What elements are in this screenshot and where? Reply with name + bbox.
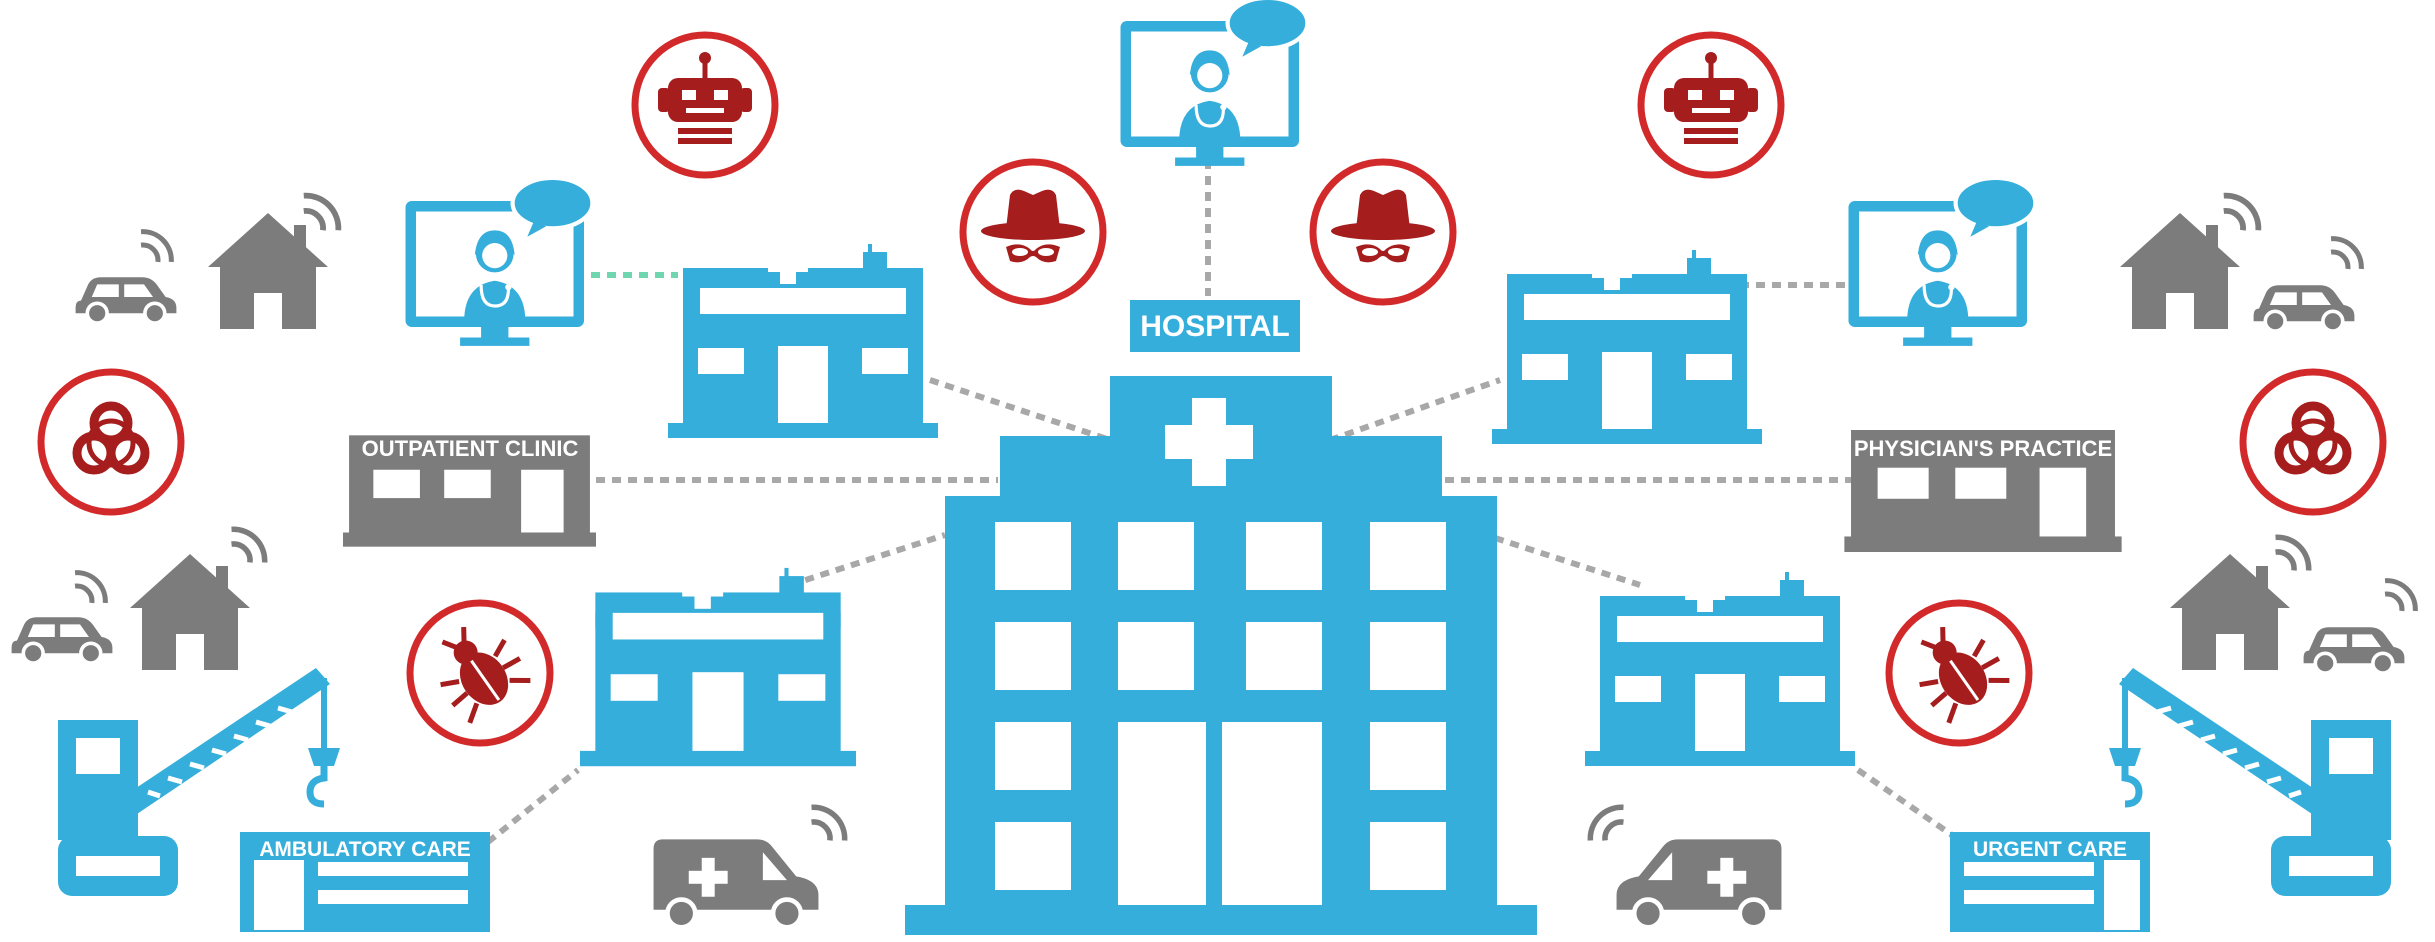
wifi-signal-icon: [232, 529, 265, 562]
ambulance-icon: [1617, 839, 1782, 927]
wifi-signal-icon: [2224, 196, 2259, 231]
link-lower-left-clinic: [789, 532, 946, 588]
clinic-building-icon: [580, 567, 856, 767]
link-urgent-care: [1856, 767, 1964, 845]
biohazard-threat-icon: [2243, 372, 2383, 512]
robot-threat-icon: [635, 35, 775, 175]
house-icon: [130, 554, 250, 670]
hospital-building-icon: [905, 300, 1537, 935]
hacker-hat-threat-icon: [963, 162, 1103, 302]
physicians-practice: PHYSICIAN'S PRACTICE: [1844, 430, 2122, 552]
urgent-care-label: URGENT CARE: [1973, 838, 2127, 861]
robot-threat-icon: [1641, 35, 1781, 175]
wifi-signal-icon: [2385, 581, 2415, 611]
bug-threat-icon: [1889, 603, 2029, 743]
connected-car-icon: [9, 615, 115, 665]
link-upper-right-clinic: [1329, 377, 1501, 443]
hacker-hat-threat-icon: [1313, 162, 1453, 302]
link-ambulatory-care: [486, 767, 580, 845]
clinic-building-icon: [1585, 572, 1855, 766]
outpatient-clinic: OUTPATIENT CLINIC: [343, 435, 596, 547]
wifi-signal-icon: [304, 196, 339, 231]
ambulatory-care: AMBULATORY CARE: [240, 832, 490, 932]
house-icon: [2120, 213, 2240, 329]
clinic-building-icon: [1492, 250, 1762, 444]
clinic-building-icon: [668, 244, 938, 438]
wifi-signal-icon: [2276, 537, 2309, 570]
link-lower-right-clinic: [1494, 535, 1641, 588]
wifi-signal-icon: [141, 232, 171, 262]
connected-car-icon: [73, 275, 179, 325]
house-icon: [2170, 554, 2290, 670]
hospital-label: HOSPITAL: [1140, 310, 1289, 343]
wifi-signal-icon: [812, 807, 845, 840]
telehealth-monitor-icon: [1121, 0, 1308, 166]
connected-car-icon: [2251, 283, 2357, 333]
crane-icon: [2109, 668, 2391, 896]
wifi-signal-icon: [2331, 239, 2361, 269]
bug-threat-icon: [410, 603, 550, 743]
hospital-sign: HOSPITAL: [1126, 296, 1304, 356]
house-icon: [208, 213, 328, 329]
crane-right: [2109, 668, 2391, 896]
physicians-practice-label: PHYSICIAN'S PRACTICE: [1854, 436, 2112, 461]
wifi-signal-icon: [1590, 807, 1623, 840]
telehealth-monitor-icon: [406, 178, 593, 346]
ambulance-icon: [654, 839, 819, 927]
network-links: [486, 160, 1964, 845]
outpatient-clinic-label: OUTPATIENT CLINIC: [362, 436, 579, 461]
ambulance-right: [1590, 807, 1781, 927]
biohazard-threat-icon: [41, 372, 181, 512]
ambulatory-care-label: AMBULATORY CARE: [259, 838, 471, 861]
wifi-signal-icon: [75, 573, 105, 603]
telehealth-monitor-icon: [1849, 178, 2036, 346]
link-upper-left-clinic: [929, 377, 1111, 443]
connected-car-icon: [2301, 625, 2407, 675]
urgent-care: URGENT CARE: [1950, 832, 2150, 932]
